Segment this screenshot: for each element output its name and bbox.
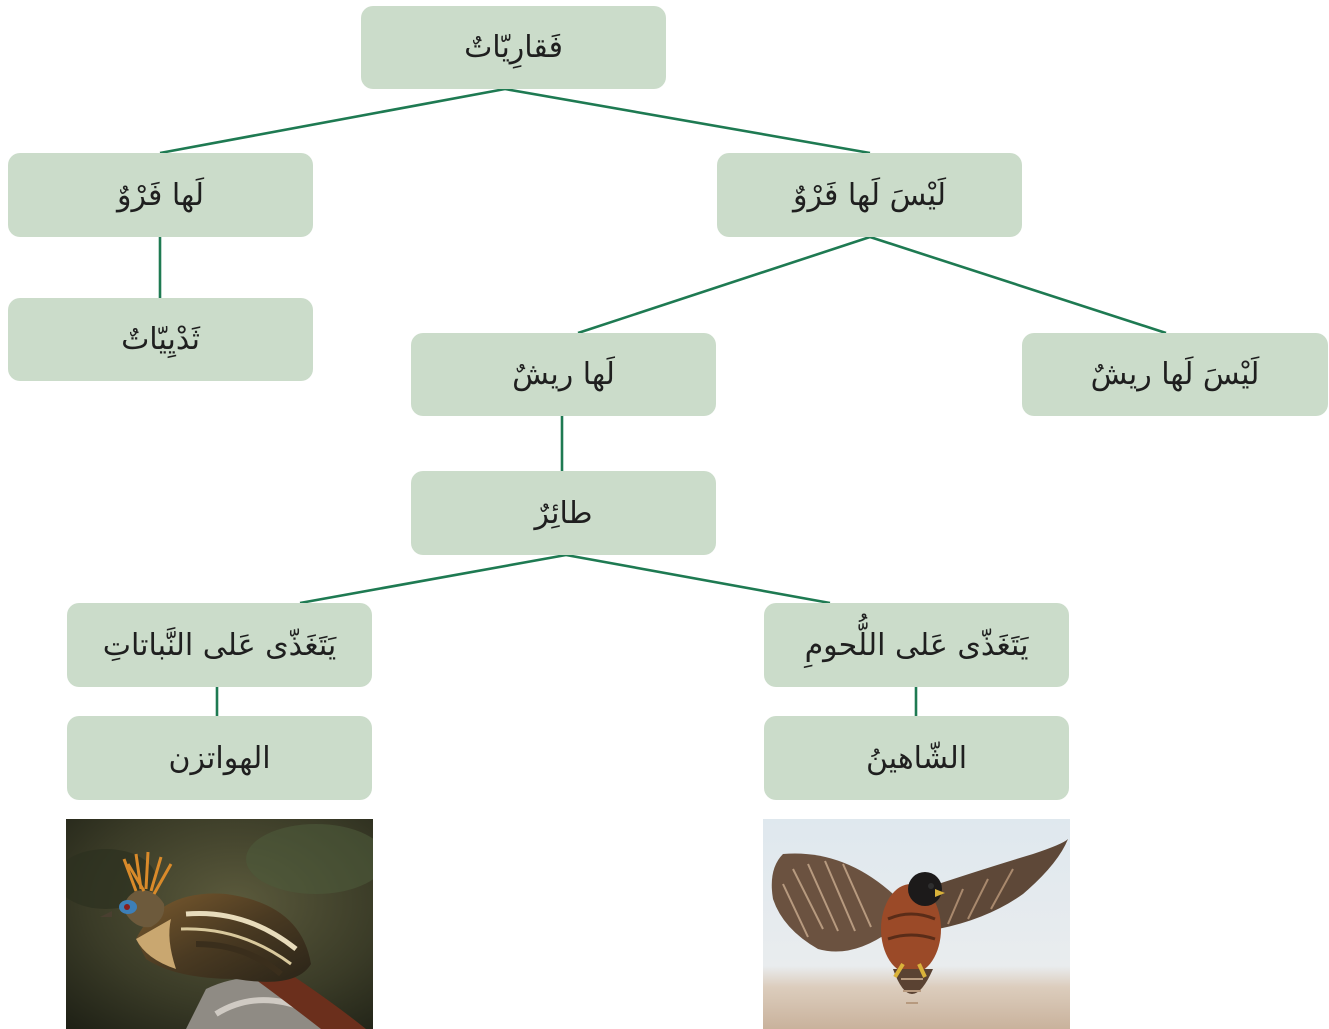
node-falcon: الشّاهينُ	[764, 716, 1069, 800]
node-mammals-label: ثَدْيِيّاتٌ	[121, 322, 200, 357]
hoatzin-photo	[66, 819, 373, 1029]
falcon-photo	[763, 819, 1070, 1029]
hoatzin-bird-photo	[66, 819, 373, 1029]
node-has-fur: لَها فَرْوٌ	[8, 153, 313, 237]
connector-no-fur-to-no-feathers	[869, 235, 1167, 335]
node-eats-plants: يَتَغَذّى عَلى النَّباتاتِ	[67, 603, 372, 687]
falcon-bird-photo	[763, 819, 1070, 1029]
connector-bird-to-eats-meat	[565, 553, 831, 605]
node-eats-meat-label: يَتَغَذّى عَلى اللُّحومِ	[804, 627, 1029, 663]
node-has-fur-label: لَها فَرْوٌ	[116, 177, 205, 213]
node-bird: طائِرٌ	[411, 471, 716, 555]
node-no-feathers-label: لَيْسَ لَها ريشٌ	[1090, 357, 1260, 392]
node-falcon-label: الشّاهينُ	[865, 740, 968, 776]
node-no-fur-label: لَيْسَ لَها فَرْوٌ	[793, 177, 947, 213]
node-mammals: ثَدْيِيّاتٌ	[8, 298, 313, 381]
node-no-feathers: لَيْسَ لَها ريشٌ	[1022, 333, 1328, 416]
node-eats-plants-label: يَتَغَذّى عَلى النَّباتاتِ	[102, 627, 337, 663]
node-has-feathers: لَها ريشٌ	[411, 333, 716, 416]
connector-root-to-no-fur	[504, 87, 871, 155]
connector-root-to-has-fur	[159, 87, 506, 155]
connector-bird-to-eats-plants	[299, 553, 567, 605]
node-hoatzin-label: الهواتزن	[168, 740, 271, 776]
node-vertebrates: فَقارِيّاتٌ	[361, 6, 666, 89]
node-no-fur: لَيْسَ لَها فَرْوٌ	[717, 153, 1022, 237]
connector-no-fur-to-has-feathers	[577, 235, 871, 335]
node-has-feathers-label: لَها ريشٌ	[512, 357, 615, 392]
node-eats-meat: يَتَغَذّى عَلى اللُّحومِ	[764, 603, 1069, 687]
node-vertebrates-label: فَقارِيّاتٌ	[464, 30, 563, 65]
node-bird-label: طائِرٌ	[534, 495, 593, 531]
node-hoatzin: الهواتزن	[67, 716, 372, 800]
